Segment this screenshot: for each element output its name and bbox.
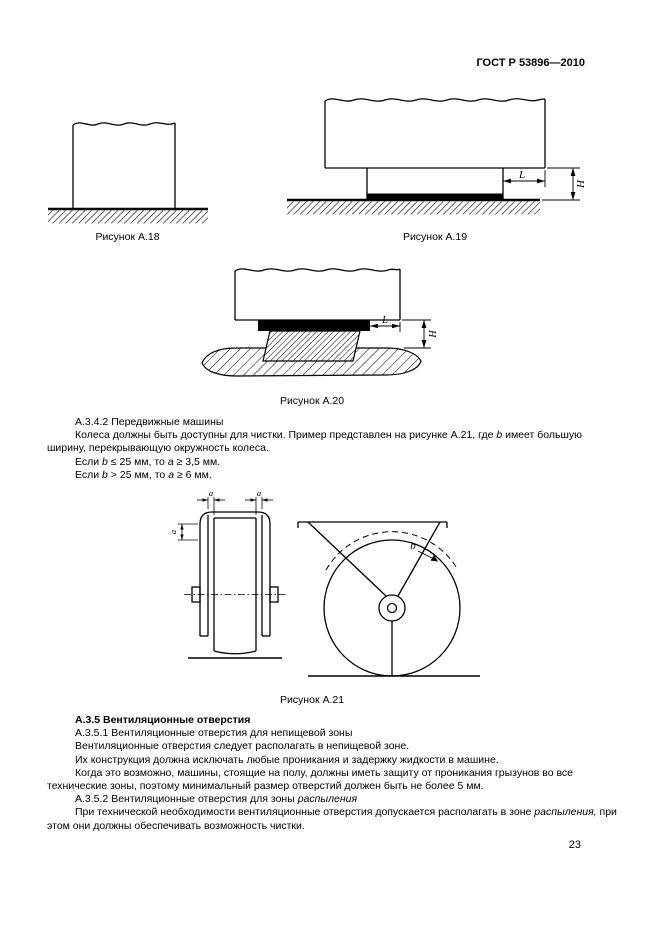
paragraph-vent-rodents: Когда это возможно, машины, стоящие на п…: [47, 767, 622, 793]
variable-b: b: [496, 429, 503, 442]
dimension-arrows: [370, 320, 427, 348]
text-run: Вентиляционные отверстия следует распола…: [75, 740, 410, 753]
text-run: при этом они должны обеспечивать возможн…: [47, 806, 617, 832]
text-run: При технической необходимости вентиляцио…: [75, 806, 535, 819]
plinth-hatched: [262, 330, 361, 362]
dim-label-a: a: [257, 488, 261, 498]
section-a352-heading: А.3.5.2 Вентиляционные отверстия для зон…: [47, 793, 622, 806]
dim-label-h: H: [428, 330, 439, 339]
machine-outline: [324, 98, 546, 200]
text-run: имеет большую ширину, перекрывающую окру…: [47, 429, 582, 455]
figure-a20-caption: Рисунок А.20: [279, 395, 345, 407]
dimension-lines: [370, 319, 431, 349]
heading-text: А.3.5.2 Вентиляционные отверстия для зон…: [75, 793, 298, 806]
dimension-lines: [503, 167, 580, 201]
variable-a: а: [167, 455, 174, 468]
section-a35: А.3.5 Вентиляционные отверстия А.3.5.1 В…: [47, 714, 622, 833]
b-leader-arrow: [430, 554, 438, 562]
floor-section: [201, 347, 422, 377]
page-number: 23: [568, 839, 581, 851]
dim-label-a: a: [209, 488, 213, 498]
text-run: ≤ 25 мм, то: [107, 455, 168, 468]
wheel-cover-dashed-arc: [325, 531, 459, 571]
dim-label-l: L: [381, 315, 388, 326]
term-splash-zone: распыления: [297, 793, 358, 806]
paragraph-rule1: Если b ≤ 25 мм, то а ≥ 3,5 мм.: [47, 456, 622, 469]
caster-side-view: [297, 521, 461, 677]
caster-front-view: [191, 511, 279, 655]
term-splash-zone: распыления,: [534, 806, 597, 819]
text-run: Если: [75, 455, 103, 468]
paragraph-vent-zone: Вентиляционные отверстия следует распола…: [47, 740, 622, 753]
machine-outline: [72, 122, 176, 209]
section-a342: А.3.4.2 Передвижные машины Колеса должны…: [47, 416, 622, 482]
section-a351-heading: А.3.5.1 Вентиляционные отверстия для неп…: [47, 727, 622, 740]
text-run: > 25 мм, то: [107, 468, 169, 481]
section-a35-heading: А.3.5 Вентиляционные отверстия: [47, 714, 622, 727]
b-leader-line: [417, 550, 435, 560]
machine-base-plate: [258, 320, 370, 331]
heading-text: А.3.4.2 Передвижные машины: [75, 416, 224, 428]
text-run: ≥ 6 мм.: [174, 468, 212, 481]
text-run: Когда это возможно, машины, стоящие на п…: [47, 766, 574, 793]
paragraph-vent-splash: При технической необходимости вентиляцио…: [47, 806, 622, 832]
dim-label-a: a: [168, 530, 178, 534]
heading-text: А.3.5 Вентиляционные отверстия: [75, 714, 251, 726]
paragraph-wheels: Колеса должны быть доступны для чистки. …: [47, 429, 622, 455]
text-run: Если: [75, 468, 103, 481]
figure-a20-drawing: L H: [201, 268, 439, 377]
figure-a19-drawing: L H: [287, 98, 587, 215]
figure-a21-drawing: a a a b: [168, 488, 480, 677]
machine-base-plate: [367, 193, 503, 200]
heading-text: А.3.5.1 Вентиляционные отверстия для неп…: [75, 727, 353, 740]
ground-hatch: [48, 210, 208, 224]
text-run: Колеса должны быть доступны для чистки. …: [75, 429, 497, 442]
variable-b: b: [102, 468, 108, 481]
figure-a19-caption: Рисунок А.19: [402, 231, 468, 243]
machine-outline: [234, 268, 401, 321]
dim-label-b: b: [410, 540, 416, 552]
text-run: ≥ 3,5 мм.: [173, 455, 221, 468]
figure-a21-caption: Рисунок А.21: [279, 694, 345, 706]
variable-b: b: [102, 455, 108, 468]
section-a342-heading: А.3.4.2 Передвижные машины: [47, 416, 622, 429]
variable-a: а: [168, 468, 175, 481]
dimension-arrows: [503, 168, 576, 200]
figure-a18-caption: Рисунок А.18: [95, 231, 160, 243]
paragraph-rule2: Если b > 25 мм, то а ≥ 6 мм.: [47, 469, 622, 482]
paragraph-vent-design: Их конструкция должна исключать любые пр…: [47, 754, 622, 767]
doc-number: ГОСТ Р 53896—2010: [476, 57, 585, 69]
gap-dimension-arrows: [180, 498, 268, 540]
ground-hatch: [287, 201, 540, 215]
figure-a18-drawing: [48, 122, 208, 224]
dim-label-h: H: [575, 179, 587, 189]
dim-label-l: L: [518, 169, 525, 181]
text-run: Их конструкция должна исключать любые пр…: [75, 753, 499, 766]
